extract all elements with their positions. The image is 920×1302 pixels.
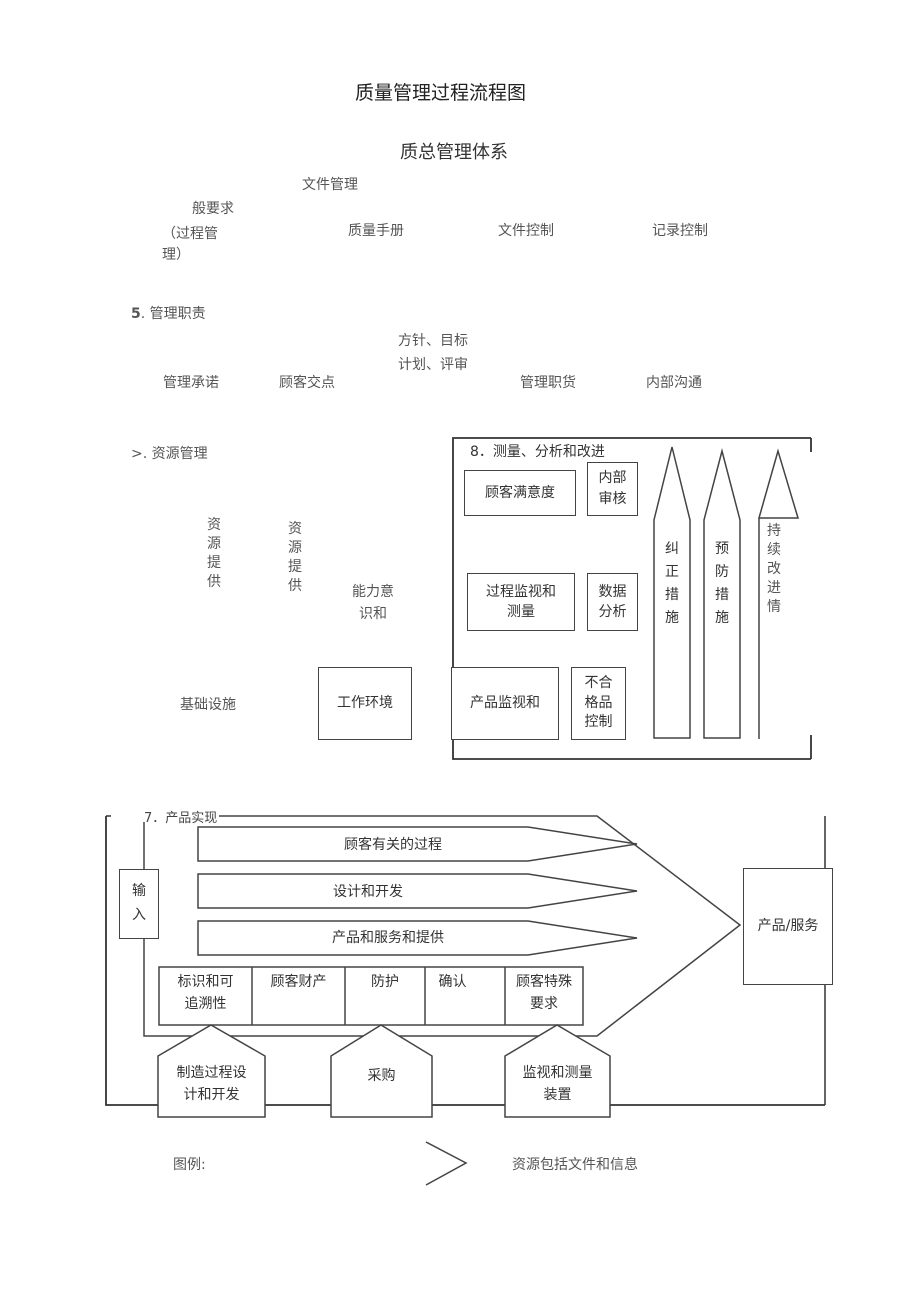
data-analysis-box: 数据 分析 [587,573,638,631]
competence-label: 能力意 识和 [352,584,394,622]
purchasing-label: 采购 [367,1068,396,1084]
section6-heading: >. 资源管理 [131,446,208,462]
work-environment-box: 工作环境 [318,667,412,740]
section7-heading: 7．产品实现 [142,811,220,826]
general-req-label: 般要求 [192,201,234,217]
nonconforming-control-box: 不合 格品 控制 [571,667,626,740]
customer-process-arrow [197,826,638,862]
monitoring-device-label: 监视和测量 装置 [522,1065,593,1104]
resource-provision-2: 资 源 提 供 [288,521,302,594]
customer-satisfaction-box: 顾客满意度 [464,470,576,516]
product-monitoring-box: 产品监视和 [451,667,559,740]
internal-audit-box: 内部 审核 [587,462,638,516]
validation-label: 确认 [438,974,467,990]
internal-comm-label: 内部沟通 [646,375,702,391]
preventive-action-label: 预 防 措 施 [715,541,729,626]
section8-heading: 8．测量、分析和改进 [470,444,605,460]
process-monitoring-box: 过程监视和 测量 [467,573,575,631]
continual-improvement-arrow [758,448,800,519]
page-title: 质量管理过程流程图 [355,82,527,104]
legend-description: 资源包括文件和信息 [512,1157,638,1173]
process-mgmt-label: （过程管 理） [162,226,218,263]
support-row [158,966,584,1026]
production-service-label: 产品和服务和提供 [332,930,444,946]
legend-chevron-icon [425,1141,468,1186]
section8-frame [452,437,811,760]
corrective-action-arrow [653,446,691,739]
quality-manual-label: 质量手册 [348,223,404,239]
mgmt-commitment-label: 管理承诺 [163,375,219,391]
system-subtitle: 质总管理体系 [400,142,508,163]
customer-property-label: 顾客财产 [270,974,327,990]
resource-provision-1: 资 源 提 供 [207,517,221,590]
monitoring-device-resource [504,1024,611,1118]
policy-label: 方针、目标 计划、评审 [398,333,468,373]
purchasing-resource [330,1024,433,1118]
doc-control-label: 文件控制 [498,223,554,239]
input-box: 输 入 [119,869,159,939]
doc-mgmt-label: 文件管理 [302,177,358,193]
design-dev-arrow [197,873,638,909]
traceability-label: 标识和可 追溯性 [177,974,234,1013]
record-control-label: 记录控制 [652,223,708,239]
section5-title: . 管理职责 [140,306,206,322]
section5-heading: 5. 管理职责 [131,306,206,323]
preservation-label: 防护 [371,974,399,990]
legend-label: 图例: [173,1157,206,1173]
continual-improvement-label: 持 续 改 进 情 [767,523,781,615]
design-dev-label: 设计和开发 [333,884,403,900]
manufacturing-design-label: 制造过程设 计和开发 [176,1065,247,1104]
product-service-box: 产品/服务 [743,868,833,985]
corrective-action-label: 纠 正 措 施 [665,541,679,626]
mgmt-responsibility-label: 管理职货 [520,375,576,391]
infrastructure-label: 基础设施 [180,697,236,713]
manufacturing-design-resource [157,1024,266,1118]
customer-special-req-label: 顾客特殊 要求 [516,974,572,1013]
production-service-arrow [197,920,638,956]
section5-number: 5 [131,306,141,322]
preventive-action-arrow [703,448,741,739]
customer-focus-label: 顾客交点 [279,375,335,391]
customer-process-label: 顾客有关的过程 [344,837,442,853]
